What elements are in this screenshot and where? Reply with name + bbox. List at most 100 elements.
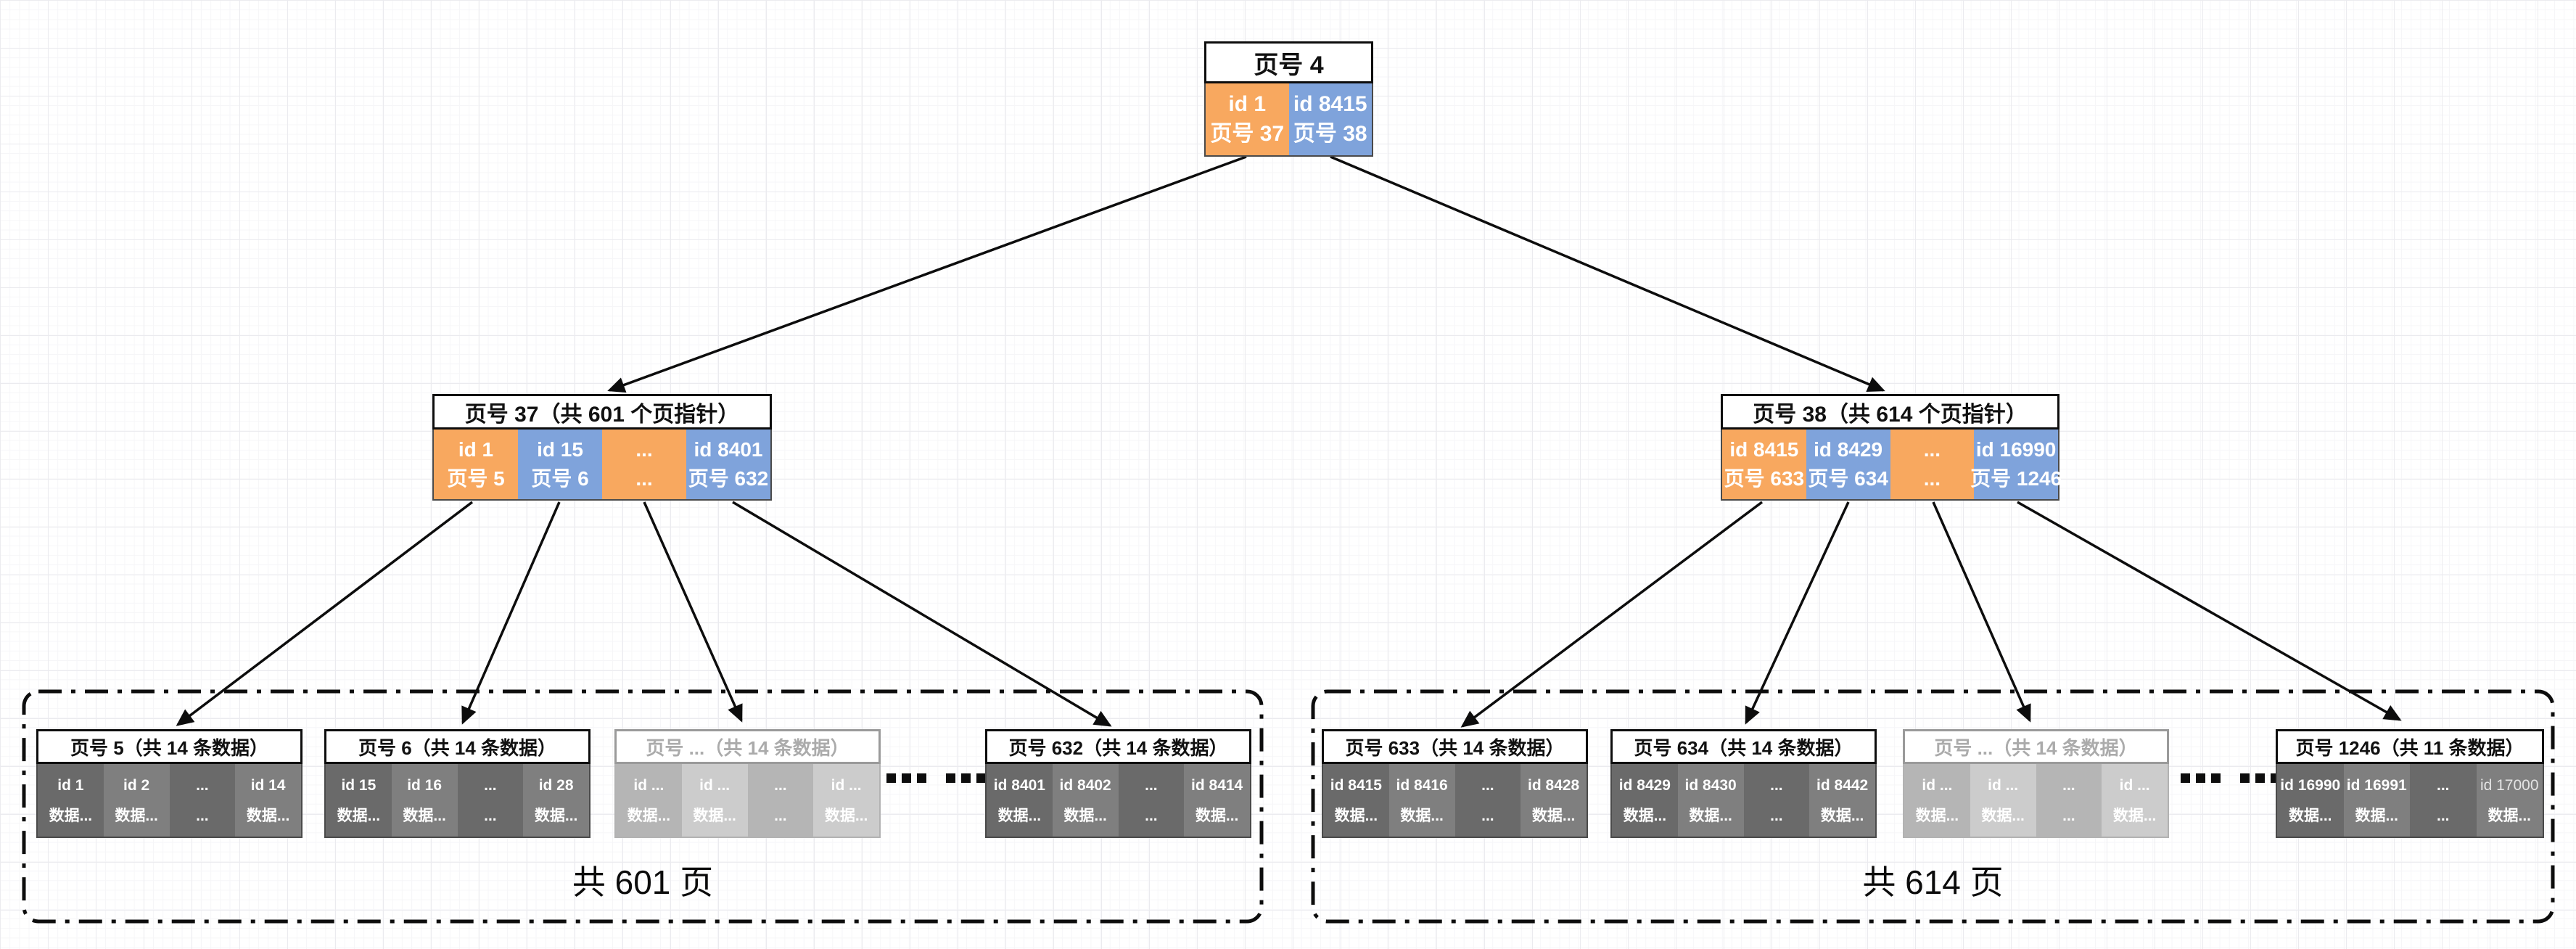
data-cell: ... ... <box>2410 764 2477 837</box>
cell-value: 数据... <box>534 807 578 824</box>
data-cell: id 8402 数据... <box>1052 764 1119 837</box>
cell-value: 数据... <box>2288 807 2332 824</box>
cell-key: id 1 <box>458 438 494 461</box>
data-cell: ... ... <box>1454 764 1521 837</box>
edge-38-to-page634 <box>1745 501 1850 725</box>
data-cell: id 16 数据... <box>391 764 458 837</box>
data-cell: id 16991 数据... <box>2343 764 2410 837</box>
node-title: 页号 38（共 614 个页指针） <box>1721 394 2059 430</box>
cell-value: ... <box>1770 807 1783 824</box>
cell-value: 数据... <box>1915 807 1959 824</box>
node-title: 页号 634（共 14 条数据） <box>1610 729 1877 764</box>
cell-key: id 8428 <box>1528 776 1580 794</box>
cell-pointer: ... <box>1923 467 1941 490</box>
cell-value: 数据... <box>337 807 381 824</box>
cell-key: id 16990 <box>2280 776 2341 794</box>
leaf-node-page632: 页号 632（共 14 条数据） id 8401 数据... id 8402 数… <box>985 729 1251 838</box>
cell-pointer: 页号 1246 <box>1970 467 2062 490</box>
cell-key: id 8429 <box>1618 776 1671 794</box>
cell-key: id ... <box>831 776 862 794</box>
cell-key: id ... <box>633 776 664 794</box>
cell-key: id 8416 <box>1396 776 1448 794</box>
group-label-right: 共 614 页 <box>1862 863 2004 901</box>
group-label-left: 共 601 页 <box>572 863 714 901</box>
cell-key: ... <box>1923 438 1941 461</box>
node-title: 页号 ...（共 14 条数据） <box>614 729 881 764</box>
leaf-cells: id 1 数据... id 2 数据... ... ... id 14 数据..… <box>36 764 303 838</box>
key-cell: id 16990 页号 1246 <box>1970 430 2062 499</box>
cell-key: id 8430 <box>1684 776 1737 794</box>
data-cell: id 8429 数据... <box>1612 764 1678 837</box>
key-cell: ... ... <box>1890 430 1975 499</box>
leaf-cells: id 8429 数据... id 8430 数据... ... ... id 8… <box>1610 764 1877 838</box>
root-node-page4: 页号 4 id 1 页号 37 id 8415 页号 38 <box>1204 41 1373 157</box>
leaf-node-ellipsis-left: 页号 ...（共 14 条数据） id ... 数据... id ... 数据.… <box>614 729 881 838</box>
cell-key: id 8415 <box>1330 776 1382 794</box>
cell-key: ... <box>484 776 497 794</box>
data-cell: id 2 数据... <box>103 764 170 837</box>
data-cell: id 8442 数据... <box>1809 764 1875 837</box>
data-cell: id 8414 数据... <box>1184 764 1250 837</box>
cell-value: 数据... <box>1531 807 1576 824</box>
data-cell: id 8416 数据... <box>1388 764 1455 837</box>
cell-value: 数据... <box>1689 807 1732 824</box>
edge-38-to-page1246 <box>2017 501 2402 721</box>
data-cell: id ... 数据... <box>1904 764 1970 837</box>
cell-value: 数据... <box>1195 807 1239 824</box>
data-cell: id 15 数据... <box>326 764 392 837</box>
key-cell: id 15 页号 6 <box>518 430 602 499</box>
edge-root-to-page38 <box>1330 155 1885 392</box>
cell-key: ... <box>2062 776 2075 794</box>
cell-key: ... <box>774 776 787 794</box>
cell-key: id 15 <box>537 438 583 461</box>
edge-37-to-page5 <box>176 501 474 726</box>
leaf-node-page634: 页号 634（共 14 条数据） id 8429 数据... id 8430 数… <box>1610 729 1877 838</box>
cell-key: id 28 <box>538 776 574 794</box>
leaf-node-ellipsis-right: 页号 ...（共 14 条数据） id ... 数据... id ... 数据.… <box>1903 729 2169 838</box>
node-title: 页号 633（共 14 条数据） <box>1322 729 1588 764</box>
data-cell: id 14 数据... <box>235 764 301 837</box>
cell-pointer: 页号 633 <box>1724 467 1805 490</box>
cell-key: id 16990 <box>1975 438 2057 461</box>
cell-key: id 1 <box>1228 91 1267 116</box>
node-title: 页号 5（共 14 条数据） <box>36 729 303 764</box>
node-title: 页号 6（共 14 条数据） <box>324 729 590 764</box>
data-cell: id 8415 数据... <box>1323 764 1389 837</box>
edge-37-to-page6 <box>461 501 561 725</box>
cell-value: 数据... <box>1334 807 1378 824</box>
key-cell: id 8401 页号 632 <box>686 430 770 499</box>
cell-key: ... <box>196 776 209 794</box>
data-cell: ... ... <box>747 764 814 837</box>
cell-value: ... <box>1481 807 1494 824</box>
cell-pointer: 页号 5 <box>447 467 505 490</box>
cell-value: 数据... <box>115 807 158 824</box>
key-cell: ... ... <box>602 430 686 499</box>
edge-38-to-page-ellipsis <box>1932 501 2031 723</box>
cell-value: 数据... <box>997 807 1042 824</box>
internal-node-page37: 页号 37（共 601 个页指针） id 1 页号 5 id 15 页号 6 .… <box>432 394 772 501</box>
cell-value: 数据... <box>2355 807 2398 824</box>
cell-key: id ... <box>1988 776 2019 794</box>
cell-value: 数据... <box>1981 807 2025 824</box>
cell-value: 数据... <box>1400 807 1444 824</box>
cell-value: 数据... <box>246 807 290 824</box>
data-cell: ... ... <box>169 764 236 837</box>
internal-cells: id 1 页号 5 id 15 页号 6 ... ... id 8401 页号 … <box>432 430 772 501</box>
cell-key: id 8429 <box>1814 438 1883 461</box>
data-cell: id ... 数据... <box>616 764 682 837</box>
data-cell: id 8401 数据... <box>987 764 1053 837</box>
cell-value: ... <box>2436 807 2450 824</box>
leaf-node-page1246: 页号 1246（共 11 条数据） id 16990 数据... id 1699… <box>2276 729 2544 838</box>
cell-key: id 8402 <box>1059 776 1111 794</box>
data-cell: id 17000 数据... <box>2476 764 2543 837</box>
cell-key: id 8442 <box>1816 776 1869 794</box>
cell-value: 数据... <box>49 807 93 824</box>
node-title: 页号 632（共 14 条数据） <box>985 729 1251 764</box>
data-cell: ... ... <box>457 764 524 837</box>
data-cell: id 8428 数据... <box>1521 764 1587 837</box>
cell-key: id 8415 <box>1293 91 1367 116</box>
cell-value: 数据... <box>1820 807 1864 824</box>
leaf-node-page6: 页号 6（共 14 条数据） id 15 数据... id 16 数据... .… <box>324 729 590 838</box>
data-cell: ... ... <box>2036 764 2102 837</box>
cell-key: id 2 <box>123 776 150 794</box>
